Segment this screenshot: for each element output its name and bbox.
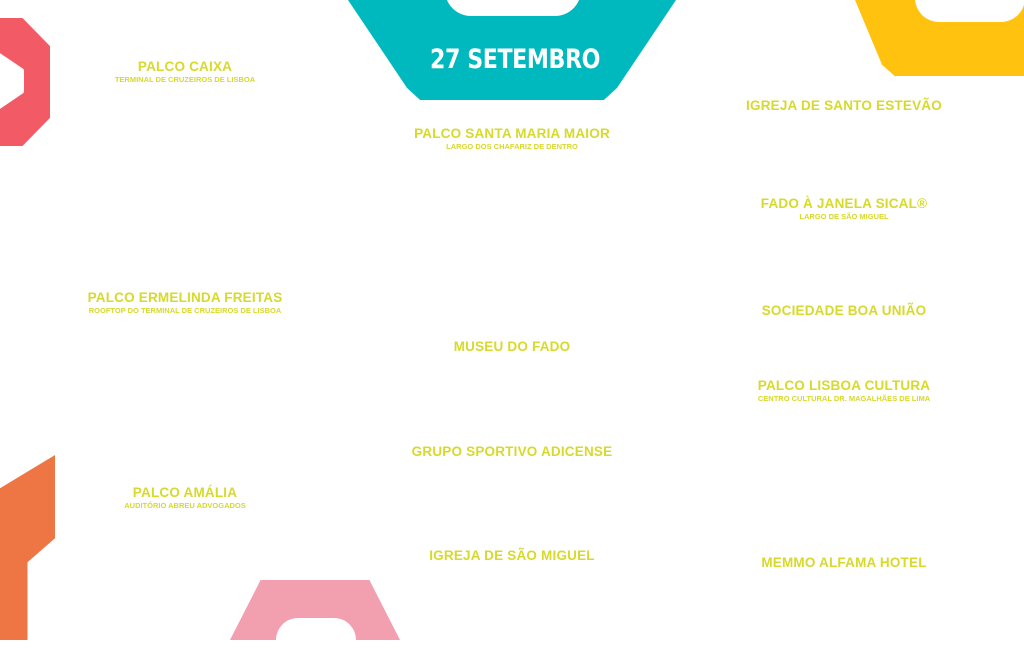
venue-subtitle: LARGO DOS CHAFARIZ DE DENTRO	[446, 142, 578, 151]
orange-decor-shape	[0, 455, 55, 640]
venue-subtitle: LARGO DE SÃO MIGUEL	[799, 212, 889, 221]
venue-title: PALCO SANTA MARIA MAIOR	[414, 126, 610, 141]
venue-title: GRUPO SPORTIVO ADICENSE	[411, 444, 613, 459]
venue-title: IGREJA DE SÃO MIGUEL	[429, 548, 595, 563]
venue-palco-caixa: PALCO CAIXA TERMINAL DE CRUZEIROS DE LIS…	[60, 59, 310, 84]
venue-title: SOCIEDADE BOA UNIÃO	[761, 303, 927, 318]
venue-title: PALCO LISBOA CULTURA	[757, 378, 931, 393]
yellow-notch	[915, 0, 1024, 22]
venue-subtitle: AUDITÓRIO ABREU ADVOGADOS	[124, 501, 246, 510]
venue-fado-a-janela-sical: FADO À JANELA SICAL® LARGO DE SÃO MIGUEL	[694, 196, 994, 221]
venue-museu-do-fado: MUSEU DO FADO	[362, 339, 662, 354]
venue-title: MUSEU DO FADO	[453, 339, 571, 354]
venue-subtitle: TERMINAL DE CRUZEIROS DE LISBOA	[114, 75, 256, 84]
venue-subtitle: ROOFTOP DO TERMINAL DE CRUZEIROS DE LISB…	[88, 306, 282, 315]
venue-sociedade-boa-uniao: SOCIEDADE BOA UNIÃO	[694, 303, 994, 318]
venue-igreja-santo-estevao: IGREJA DE SANTO ESTEVÃO	[694, 98, 994, 113]
venue-palco-amalia: PALCO AMÁLIA AUDITÓRIO ABREU ADVOGADOS	[60, 485, 310, 510]
venue-subtitle: CENTRO CULTURAL DR. MAGALHÃES DE LIMA	[757, 394, 931, 403]
venue-title: FADO À JANELA SICAL®	[760, 196, 928, 211]
banner-notch	[445, 0, 581, 16]
venue-title: MEMMO ALFAMA HOTEL	[761, 555, 927, 570]
pink-notch	[276, 618, 356, 658]
venue-title: PALCO AMÁLIA	[132, 485, 238, 500]
venue-igreja-sao-miguel: IGREJA DE SÃO MIGUEL	[362, 548, 662, 563]
venue-memmo-alfama-hotel: MEMMO ALFAMA HOTEL	[694, 555, 994, 570]
venue-title: IGREJA DE SANTO ESTEVÃO	[746, 98, 942, 113]
date-title: 27 SETEMBRO	[429, 44, 601, 75]
venue-title: PALCO CAIXA	[137, 59, 233, 74]
venue-grupo-sportivo-adicense: GRUPO SPORTIVO ADICENSE	[362, 444, 662, 459]
venue-palco-lisboa-cultura: PALCO LISBOA CULTURA CENTRO CULTURAL DR.…	[694, 378, 994, 403]
venue-title: PALCO ERMELINDA FREITAS	[87, 290, 283, 305]
venue-palco-santa-maria-maior: PALCO SANTA MARIA MAIOR LARGO DOS CHAFAR…	[362, 126, 662, 151]
venue-palco-ermelinda-freitas: PALCO ERMELINDA FREITAS ROOFTOP DO TERMI…	[60, 290, 310, 315]
